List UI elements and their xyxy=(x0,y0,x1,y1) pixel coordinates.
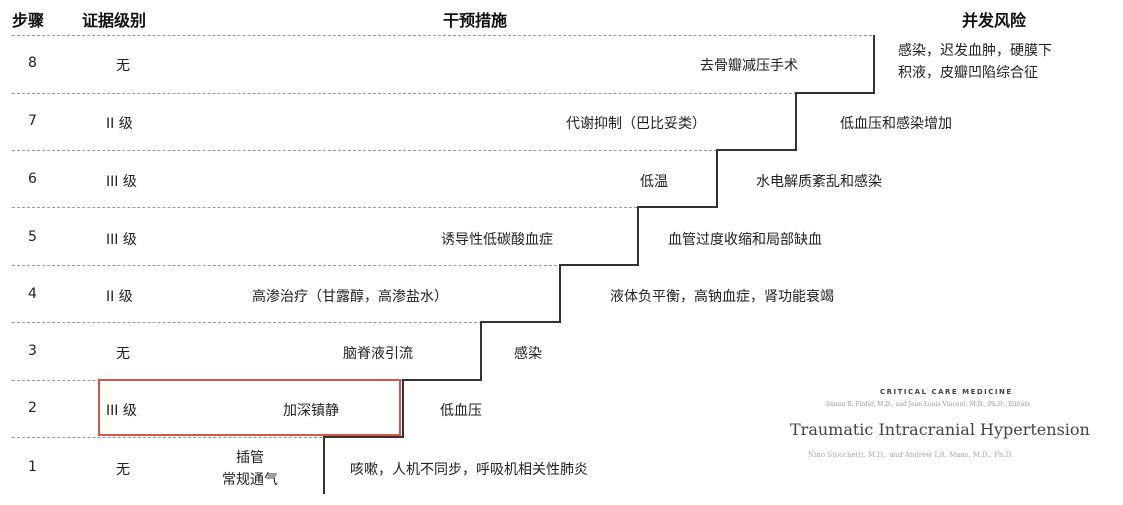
step-6: 6 xyxy=(28,171,37,187)
risk-8-line2: 积液，皮瓣凹陷综合征 xyxy=(898,65,1038,81)
step-7: 7 xyxy=(28,113,37,129)
intervention-3: 脑脊液引流 xyxy=(343,346,413,362)
step-5: 5 xyxy=(28,229,37,245)
evidence-2: III 级 xyxy=(106,403,137,419)
evidence-8: 无 xyxy=(116,58,130,74)
step-2: 2 xyxy=(28,400,37,416)
reference-title: Traumatic Intracranial Hypertension xyxy=(790,420,1090,439)
row-divider xyxy=(12,150,717,151)
intervention-2: 加深镇静 xyxy=(283,403,339,419)
evidence-4: II 级 xyxy=(106,289,133,305)
step-4: 4 xyxy=(28,286,37,302)
reference-editors: Simon R. Finfer, M.D., and Jean-Louis Vi… xyxy=(826,401,1031,408)
intervention-8: 去骨瓣减压手术 xyxy=(700,58,798,74)
highlight-box-step-2 xyxy=(98,379,401,436)
intervention-4: 高渗治疗（甘露醇，高渗盐水） xyxy=(252,289,448,305)
risk-2: 低血压 xyxy=(440,403,482,419)
evidence-5: III 级 xyxy=(106,232,137,248)
row-divider xyxy=(12,35,872,36)
risk-3: 感染 xyxy=(514,346,542,362)
step-1: 1 xyxy=(28,459,37,475)
risk-6: 水电解质紊乱和感染 xyxy=(756,174,882,190)
row-divider xyxy=(12,93,797,94)
risk-1: 咳嗽，人机不同步，呼吸机相关性肺炎 xyxy=(350,462,588,478)
evidence-7: II 级 xyxy=(106,116,133,132)
step-8: 8 xyxy=(28,55,37,71)
row-divider xyxy=(12,322,487,323)
intervention-5: 诱导性低碳酸血症 xyxy=(441,232,553,248)
row-divider xyxy=(12,265,567,266)
risk-7: 低血压和感染增加 xyxy=(840,116,952,132)
risk-8-line1: 感染，迟发血肿，硬膜下 xyxy=(898,43,1052,59)
header-risk: 并发风险 xyxy=(962,11,1027,30)
row-divider xyxy=(12,207,642,208)
row-divider xyxy=(12,437,327,438)
evidence-1: 无 xyxy=(116,462,130,478)
intervention-1-line2: 常规通气 xyxy=(222,472,278,488)
header-step: 步骤 xyxy=(12,11,45,30)
intervention-7: 代谢抑制（巴比妥类） xyxy=(566,116,706,132)
risk-5: 血管过度收缩和局部缺血 xyxy=(668,232,822,248)
risk-4: 液体负平衡，高钠血症，肾功能衰竭 xyxy=(610,289,834,305)
step-3: 3 xyxy=(28,343,37,359)
evidence-6: III 级 xyxy=(106,174,137,190)
reference-journal: CRITICAL CARE MEDICINE xyxy=(880,388,1013,396)
evidence-3: 无 xyxy=(116,346,130,362)
header-intervention: 干预措施 xyxy=(443,11,508,30)
intervention-1-line1: 插管 xyxy=(236,450,264,466)
header-evidence: 证据级别 xyxy=(82,11,147,30)
intervention-6: 低温 xyxy=(640,174,668,190)
reference-authors: Nino Stocchetti, M.D., and Andrew I.R. M… xyxy=(808,451,1014,459)
